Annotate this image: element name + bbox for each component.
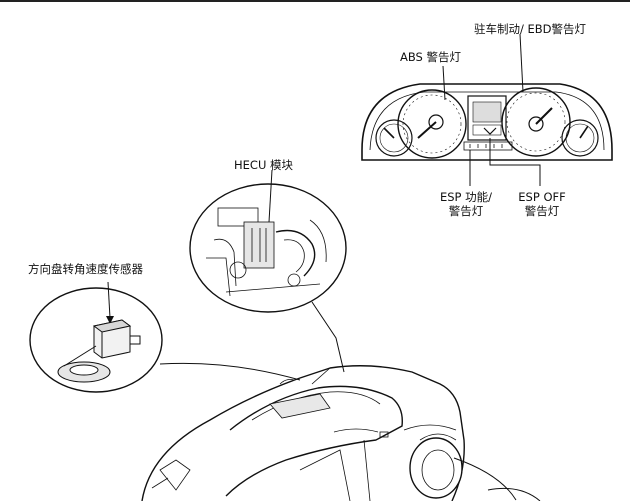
fuel-gauge xyxy=(375,119,413,157)
tachometer xyxy=(397,89,467,159)
label-esp-off-line1: ESP OFF xyxy=(518,190,566,204)
cluster-leaders xyxy=(442,33,541,186)
label-steering-angle-sensor: 方向盘转角速度传感器 xyxy=(28,262,143,276)
label-hecu-module: HECU 模块 xyxy=(234,158,294,172)
engine-bay-sketch xyxy=(206,207,327,297)
label-abs-warning: ABS 警告灯 xyxy=(400,50,462,64)
instrument-cluster xyxy=(361,83,613,161)
rear-wheel xyxy=(409,433,463,499)
label-esp-function-line2: 警告灯 xyxy=(448,204,484,218)
label-esp-function-line1: ESP 功能/ xyxy=(439,190,493,204)
speedometer xyxy=(501,87,571,157)
label-parking-ebd-warning: 驻车制动/ EBD警告灯 xyxy=(474,22,587,36)
temp-gauge xyxy=(561,119,599,157)
steering-sensor-callout xyxy=(29,281,301,393)
label-esp-function-warning: ESP 功能/ 警告灯 xyxy=(420,190,512,218)
car-body xyxy=(141,365,541,501)
label-esp-off-warning: ESP OFF 警告灯 xyxy=(506,190,578,218)
top-border xyxy=(0,0,630,2)
steering-sensor xyxy=(57,319,141,383)
label-esp-off-line2: 警告灯 xyxy=(524,204,560,218)
center-display xyxy=(467,95,507,141)
hecu-callout xyxy=(189,169,347,373)
warning-lamp-strip xyxy=(463,141,513,151)
